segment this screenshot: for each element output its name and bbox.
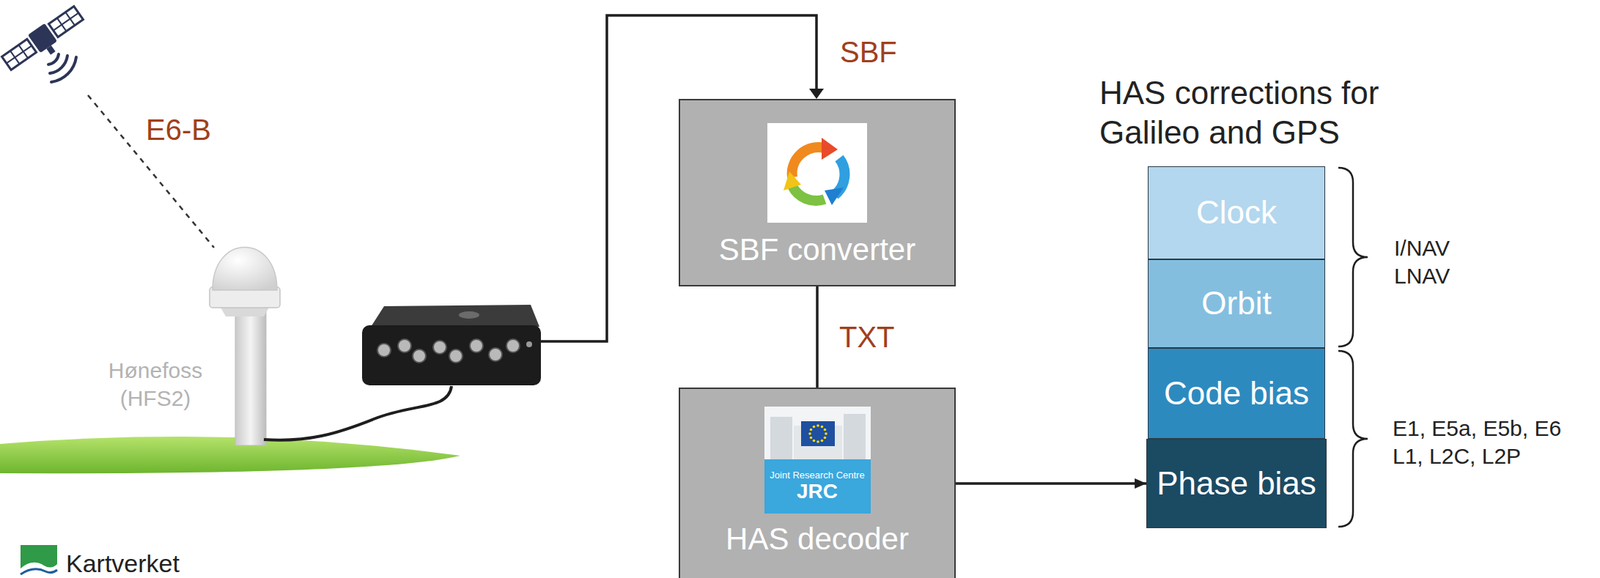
logo-text: Kartverket <box>65 548 180 578</box>
connector <box>955 482 1147 486</box>
message-name: LNAV <box>1394 262 1450 291</box>
logo-image <box>820 425 824 429</box>
stack-band: Orbit <box>1147 259 1326 349</box>
signal-path <box>87 95 215 248</box>
antenna-icon <box>212 247 278 291</box>
converter-icon <box>824 187 844 206</box>
brace <box>1338 167 1368 347</box>
logo-image <box>843 414 866 460</box>
satellite-icon <box>0 3 89 83</box>
process-box: Joint Research CentreJRC HAS decoder <box>678 387 956 578</box>
receiver-icon <box>362 304 541 386</box>
receiver-icon <box>362 325 541 386</box>
receiver-icon <box>377 343 391 357</box>
satellite-icon <box>49 55 68 74</box>
sbf-wire <box>809 88 824 99</box>
satellite-icon <box>0 3 89 79</box>
logo-image <box>770 417 793 460</box>
box-label: Phase bias <box>1156 465 1317 503</box>
logo-band: Joint Research CentreJRC <box>764 459 871 514</box>
process-box: SBF converter <box>678 98 956 287</box>
station-name: Hønefoss (HFS2) <box>82 356 229 412</box>
box-label: HAS decoder <box>725 521 909 558</box>
converter-icon <box>767 123 868 223</box>
edge-label: TXT <box>836 319 898 355</box>
antenna-icon <box>235 304 267 446</box>
stack-band: Code bias <box>1147 348 1326 440</box>
logo-image <box>812 425 816 429</box>
logo-image <box>816 440 820 444</box>
box-label: Code bias <box>1163 375 1310 413</box>
logo-image <box>820 439 824 443</box>
satellite-icon <box>48 6 83 38</box>
receiver-icon <box>412 349 426 363</box>
receiver-icon <box>370 304 540 327</box>
stack-band: Clock <box>1147 166 1326 260</box>
converter-icon <box>821 137 838 160</box>
message-name: I/NAV <box>1394 234 1450 263</box>
logo-image <box>816 424 820 428</box>
box-label: SBF converter <box>719 232 916 268</box>
logo-text: JRC <box>796 480 838 504</box>
logo-mark <box>20 545 58 578</box>
logo-image <box>801 421 835 447</box>
satellite-icon <box>53 13 79 31</box>
logo-mark <box>20 569 58 575</box>
box-label: Orbit <box>1201 285 1271 323</box>
signal-name: E6-B <box>145 111 212 149</box>
logo-text: Joint Research Centre <box>769 469 865 482</box>
receiver-icon <box>469 339 484 353</box>
logo-image <box>808 432 812 436</box>
signal-list: E1, E5a, E5b, E6 <box>1392 414 1562 443</box>
receiver-icon <box>397 339 412 353</box>
logo-image <box>764 406 871 460</box>
receiver-icon <box>526 341 533 348</box>
antenna-cable <box>263 386 452 441</box>
logo-image <box>764 406 871 460</box>
converter-icon <box>792 186 825 201</box>
logo-mark <box>20 545 58 578</box>
heading: HAS corrections for Galileo and GPS <box>1099 73 1444 152</box>
receiver-icon <box>488 348 503 362</box>
receiver-icon <box>449 349 463 363</box>
antenna-icon <box>209 247 280 447</box>
logo-image <box>809 436 813 440</box>
satellite-icon <box>6 45 32 64</box>
logo-image <box>809 428 813 432</box>
logo-image <box>823 436 827 440</box>
logo-image <box>823 428 827 432</box>
logo-image <box>812 439 816 443</box>
satellite-icon <box>51 57 77 83</box>
ground-hill <box>0 436 461 474</box>
format-name: SBF <box>839 33 898 71</box>
converter-icon <box>792 147 825 178</box>
box-label: Clock <box>1196 194 1277 232</box>
receiver-icon <box>458 311 480 319</box>
converter-icon <box>783 171 802 191</box>
satellite-icon <box>46 45 55 55</box>
receiver-icon <box>433 340 447 355</box>
connector <box>815 286 819 388</box>
satellite-icon <box>2 38 37 70</box>
receiver-icon <box>506 339 520 353</box>
converter-icon <box>767 123 868 223</box>
signal-list: L1, L2C, L2P <box>1392 442 1521 471</box>
stack-band: Phase bias <box>1146 439 1327 529</box>
satellite-icon <box>48 54 59 65</box>
logo-mark <box>20 562 58 578</box>
logo-image <box>824 432 828 436</box>
brace <box>1338 351 1368 527</box>
jrc-logo: Joint Research CentreJRC <box>764 406 871 514</box>
